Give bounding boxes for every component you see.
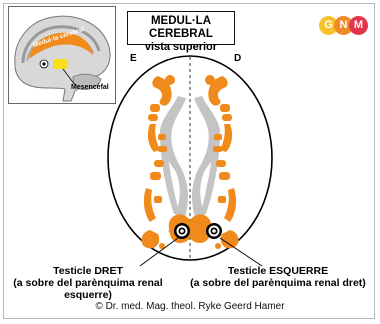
caption-right-sub: (a sobre del parènquima renal dret) <box>190 277 366 289</box>
caption-left-title: Testicle DRET <box>53 265 123 277</box>
target-right-icon <box>206 223 222 239</box>
pointer-left <box>139 237 179 267</box>
inset-label-mesencefal: Mesencèfal <box>71 84 109 91</box>
logo-m: M <box>349 16 368 35</box>
caption-left-sub: (a sobre del parènquima renal esquerre) <box>13 277 163 301</box>
sagittal-brain-icon <box>14 15 111 102</box>
inset-brain: Medul·la cerebral Mesencèfal <box>8 6 116 104</box>
caption-right: Testicle ESQUERRE (a sobre del parènquim… <box>178 265 378 289</box>
copyright-text: © Dr. med. Mag. theol. Ryke Geerd Hamer <box>95 301 285 312</box>
relays-left <box>141 75 193 249</box>
target-left-icon <box>174 223 190 239</box>
gray-bands <box>159 96 221 234</box>
title-line2: vista superior <box>144 41 218 53</box>
relays-right <box>187 75 239 249</box>
side-label-left: E <box>130 53 137 64</box>
caption-right-title: Testicle ESQUERRE <box>227 265 329 277</box>
caption-left: Testicle DRET (a sobre del parènquima re… <box>3 265 173 301</box>
side-label-right: D <box>234 53 242 64</box>
logo-n: N <box>334 16 353 35</box>
pointer-right <box>219 237 263 267</box>
title-line1: MEDUL·LA CEREBRAL <box>149 15 213 40</box>
title-box: MEDUL·LA CEREBRAL vista superior <box>127 11 235 53</box>
logo-g: G <box>319 16 338 35</box>
outer-frame <box>3 3 375 319</box>
gnm-logo: G N M <box>319 16 371 36</box>
